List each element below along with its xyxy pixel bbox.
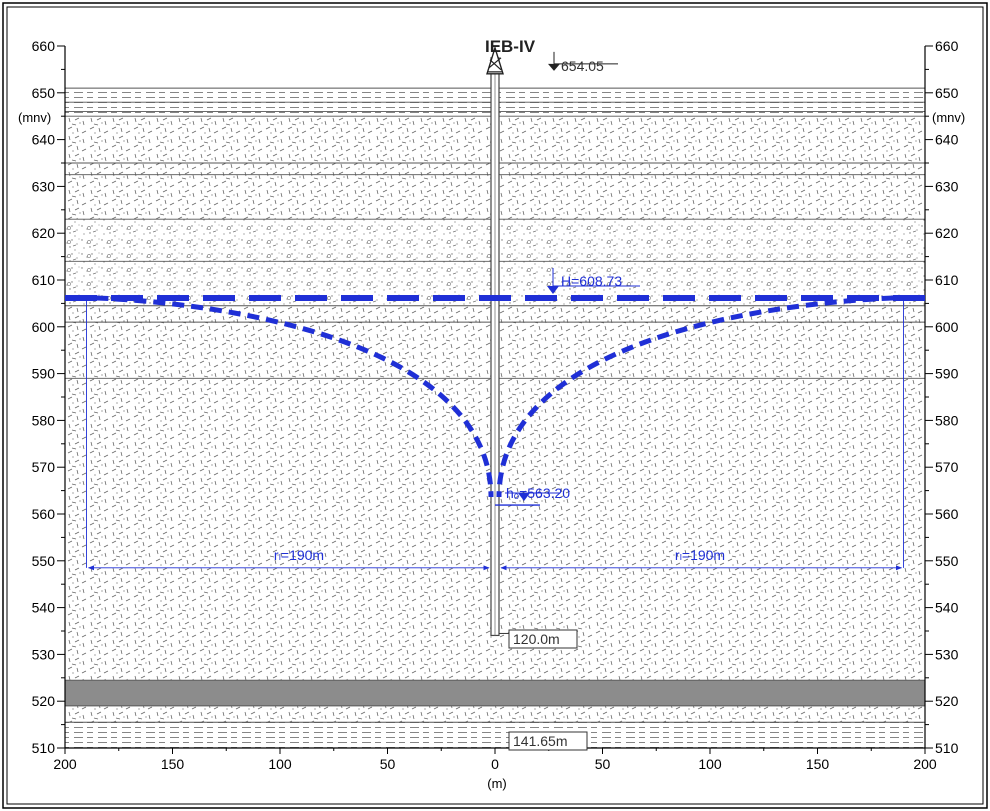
y-tick-label-left: 590 — [32, 366, 56, 382]
screen-depth-label: 120.0m — [513, 631, 560, 647]
y-tick-label-right: 560 — [935, 506, 959, 522]
y-tick-label-left: 510 — [32, 740, 56, 756]
y-tick-label-right: 590 — [935, 366, 959, 382]
y-tick-label-right: 630 — [935, 178, 959, 194]
y-tick-label-right: 650 — [935, 85, 959, 101]
ground-elevation-label: 654.05 — [561, 58, 604, 74]
y-tick-label-left: 650 — [32, 85, 56, 101]
x-tick-label: 100 — [268, 756, 292, 772]
radius-left-label: rₗ=190m — [274, 547, 324, 563]
axes: 510 510 520 520 530 530 540 540 550 550 560 560 570 5… — [32, 38, 959, 772]
x-tick-label: 200 — [913, 756, 937, 772]
layer-13 — [65, 705, 925, 723]
water-levels — [65, 267, 925, 571]
y-tick-label-left: 600 — [32, 319, 56, 335]
y-tick-label-right: 610 — [935, 272, 959, 288]
y-tick-label-right: 570 — [935, 459, 959, 475]
x-tick-label: 200 — [53, 756, 77, 772]
y-tick-label-left: 540 — [32, 600, 56, 616]
drawdown-cone-right — [496, 295, 894, 498]
x-unit: (m) — [487, 776, 507, 791]
x-tick-label: 50 — [595, 756, 611, 772]
y-unit-right: (mnv) — [932, 110, 965, 125]
screen-depth-box — [508, 629, 578, 649]
y-tick-label-right: 640 — [935, 132, 959, 148]
well-casing — [486, 45, 618, 751]
y-tick-label-right: 550 — [935, 553, 959, 569]
y-tick-label-right: 510 — [935, 740, 959, 756]
y-tick-label-left: 520 — [32, 693, 56, 709]
x-tick-label: 150 — [806, 756, 830, 772]
dynamic-level-marker-icon — [518, 493, 530, 502]
y-tick-label-left: 660 — [32, 38, 56, 54]
y-tick-label-left: 620 — [32, 225, 56, 241]
static-level-label: H=608.73 — [561, 273, 622, 289]
y-tick-label-left: 640 — [32, 132, 56, 148]
drawdown-cone-left — [96, 295, 494, 498]
y-tick-label-left: 580 — [32, 412, 56, 428]
x-tick-label: 100 — [698, 756, 722, 772]
y-tick-label-left: 570 — [32, 459, 56, 475]
static-level-marker-icon — [547, 285, 559, 294]
total-depth-box — [508, 731, 588, 751]
y-tick-label-right: 660 — [935, 38, 959, 54]
y-tick-label-left: 610 — [32, 272, 56, 288]
layer-12 — [65, 680, 925, 706]
y-tick-label-right: 580 — [935, 412, 959, 428]
total-depth-label: 141.65m — [513, 733, 567, 749]
y-tick-label-left: 530 — [32, 646, 56, 662]
ground-level-marker-icon — [548, 63, 560, 71]
x-tick-label: 0 — [491, 756, 499, 772]
y-tick-label-left: 630 — [32, 178, 56, 194]
y-tick-label-right: 530 — [935, 646, 959, 662]
layer-14 — [65, 722, 925, 748]
y-tick-label-right: 620 — [935, 225, 959, 241]
radius-right-label: rₗ=190m — [675, 547, 725, 563]
y-tick-label-right: 520 — [935, 693, 959, 709]
y-tick-label-left: 560 — [32, 506, 56, 522]
y-tick-label-right: 540 — [935, 600, 959, 616]
dynamic-level-label: hₒ=563.20 — [506, 485, 570, 501]
x-tick-label: 150 — [161, 756, 185, 772]
wellhead-lattice — [488, 57, 502, 73]
figure-inner-border — [6, 6, 984, 805]
well-title: IEB-IV — [485, 37, 536, 56]
y-unit-left: (mnv) — [18, 110, 51, 125]
x-tick-label: 50 — [380, 756, 396, 772]
y-tick-label-right: 600 — [935, 319, 959, 335]
y-tick-label-left: 550 — [32, 553, 56, 569]
